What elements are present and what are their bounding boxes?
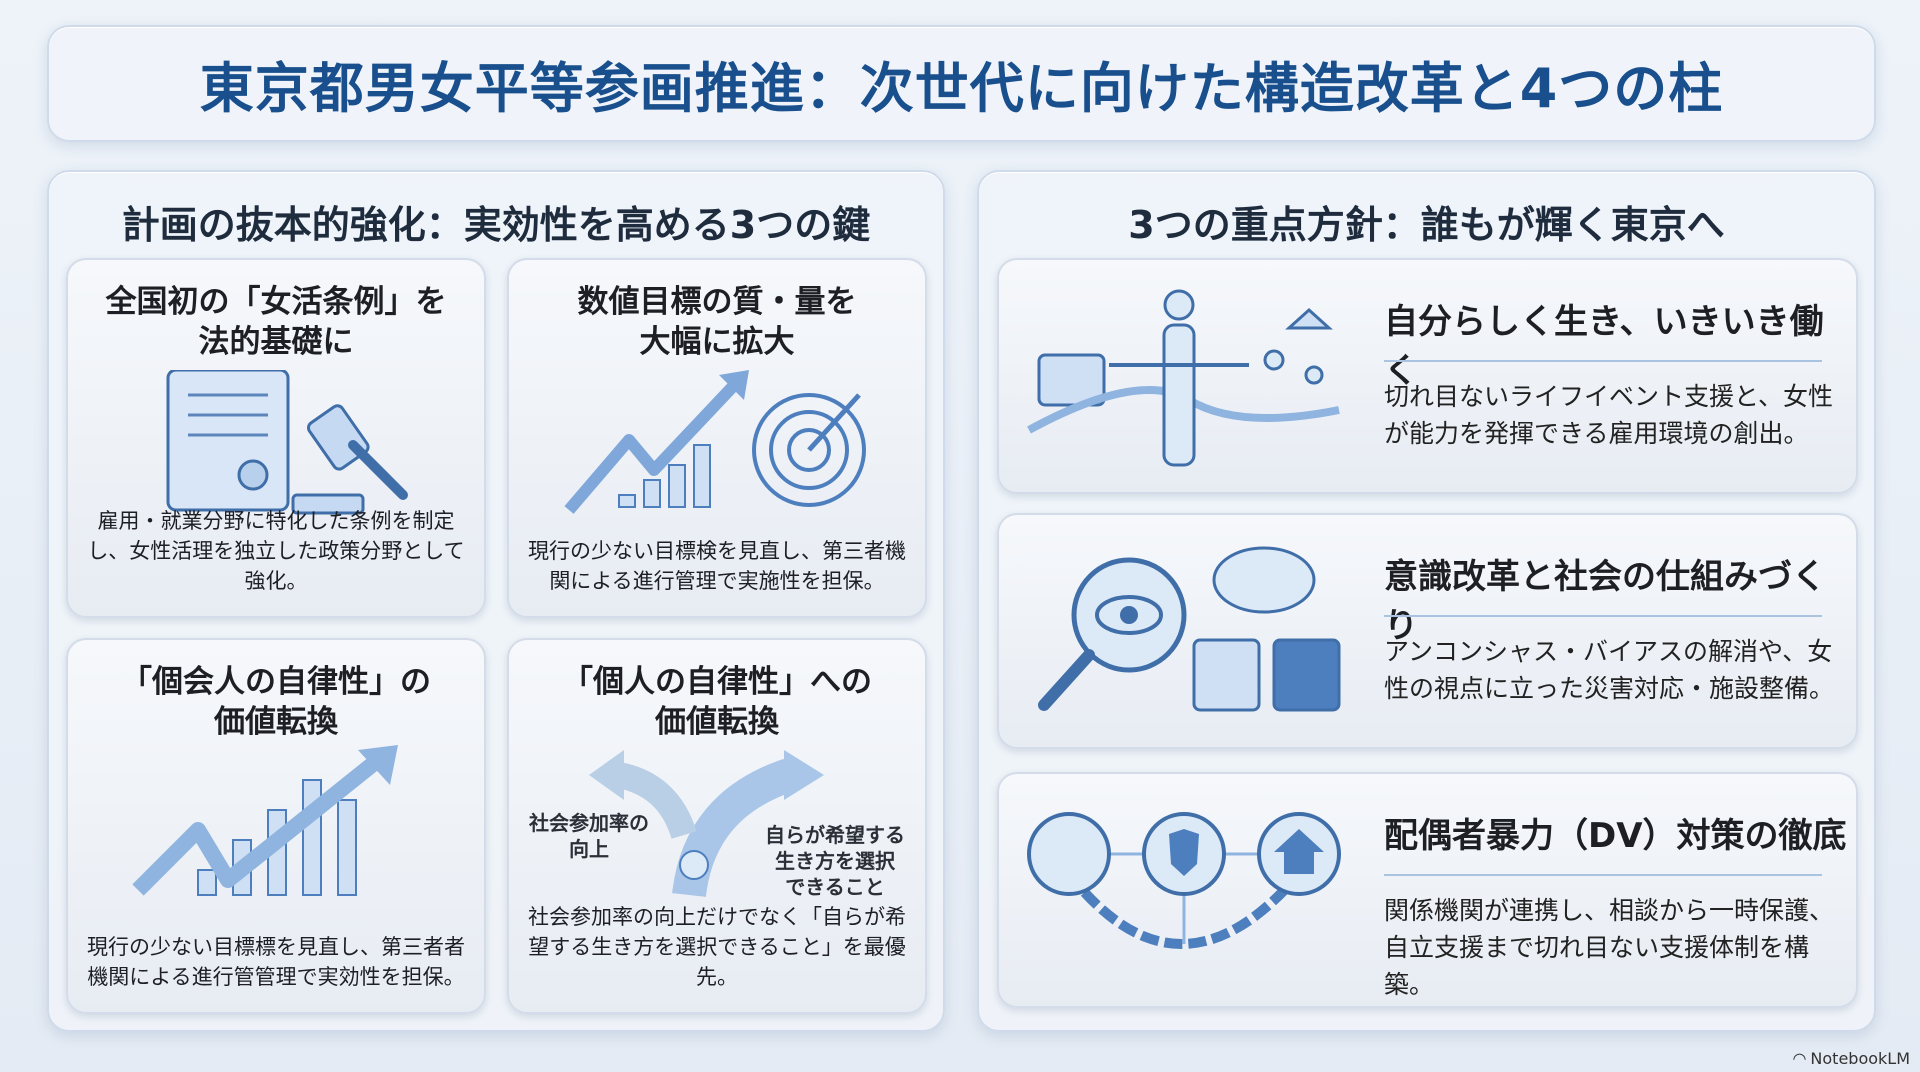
card-title: 「個会人の自律性」の 価値転換 — [121, 664, 431, 740]
watermark-text: NotebookLM — [1810, 1049, 1910, 1068]
policy-card-dv: 配偶者暴力（DV）対策の徹底 関係機関が連携し、相談から一時保護、自立支援まで切… — [997, 772, 1858, 1008]
policy-body: 切れ目ないライフイベント支援と、女性が能力を発揮できる雇用環境の創出。 — [1384, 382, 1834, 448]
rising-arrow-chart-icon — [132, 745, 398, 896]
page-title: 東京都男女平等参画推進：次世代に向けた構造改革と4つの柱 — [199, 57, 1724, 120]
card-body: 社会参加率の向上だけでなく「自らが希望する生き方を選択できること」を最優先。 — [528, 905, 906, 989]
notebooklm-logo-icon: ◠ — [1792, 1049, 1807, 1068]
notebooklm-watermark: ◠NotebookLM — [1792, 1049, 1910, 1068]
left-heading: 計画の抜本的強化：実効性を高める3つの鍵 — [121, 203, 871, 247]
path-label-left: 社会参加率の 向上 — [529, 811, 649, 861]
scroll-gavel-icon — [166, 370, 408, 515]
card-body: 雇用・就業分野に特化した条例を制定し、女性活理を独立した政策分野として強化。 — [87, 509, 465, 593]
divider — [1384, 615, 1822, 617]
card-title: 全国初の「女活条例」を 法的基礎に — [105, 284, 447, 360]
right-heading: 3つの重点方針：誰もが輝く東京へ — [1128, 203, 1725, 247]
support-chain-icon — [1027, 812, 1341, 949]
policy-title: 自分らしく生き、いきいき働く — [1384, 302, 1824, 391]
policy-card-work: 自分らしく生き、いきいき働く 切れ目ないライフイベント支援と、女性が能力を発揮で… — [997, 258, 1858, 494]
card-value-shift-1: 「個会人の自律性」の 価値転換 現行の少ない目標標を見直し、第三者者機関による進… — [66, 638, 486, 1014]
path-label-right: 自らが希望する 生き方を選択 できること — [765, 823, 905, 899]
card-value-shift-2: 「個人の自律性」への 価値転換 社会参加率の 向上 自らが希望する 生き方を選択… — [507, 638, 927, 1014]
policy-title: 配偶者暴力（DV）対策の徹底 — [1384, 816, 1847, 856]
right-panel: 3つの重点方針：誰もが輝く東京へ 自分らしく生き、いきいき働く 切れ目ないライフ… — [977, 170, 1876, 1032]
divider — [1384, 360, 1822, 362]
policy-title: 意識改革と社会の仕組みづくり — [1384, 557, 1826, 646]
policy-card-awareness: 意識改革と社会の仕組みづくり アンコンシャス・バイアスの解消や、女性の視点に立っ… — [997, 513, 1858, 749]
card-law: 全国初の「女活条例」を 法的基礎に 雇用・就業分野に特化した条例を制定し、女性活… — [66, 258, 486, 618]
policy-body: アンコンシャス・バイアスの解消や、女性の視点に立った災害対応・施設整備。 — [1384, 637, 1835, 703]
card-body: 現行の少ない目標検を見直し、第三者機関による進行管理で実施性を担保。 — [528, 539, 906, 593]
fork-path-icon — [589, 750, 824, 898]
card-body: 現行の少ない目標標を見直し、第三者者機関による進行管管理で実効性を担保。 — [87, 935, 465, 989]
policy-body: 関係機関が連携し、相談から一時保護、自立支援まで切れ目ない支援体制を構築。 — [1384, 896, 1835, 999]
title-banner: 東京都男女平等参画推進：次世代に向けた構造改革と4つの柱 — [47, 25, 1876, 142]
growth-target-icon — [564, 370, 866, 514]
card-targets: 数値目標の質・量を 大幅に拡大 現行の少ない目標検を見直し、第三者機関による進行… — [507, 258, 927, 618]
card-title: 数値目標の質・量を 大幅に拡大 — [577, 284, 857, 360]
left-panel: 計画の抜本的強化：実効性を高める3つの鍵 全国初の「女活条例」を 法的基礎に 雇… — [47, 170, 945, 1032]
magnifier-eye-icon — [1038, 546, 1341, 712]
divider — [1384, 874, 1822, 876]
card-title: 「個人の自律性」への 価値転換 — [562, 664, 872, 740]
work-life-person-icon — [1027, 289, 1340, 467]
